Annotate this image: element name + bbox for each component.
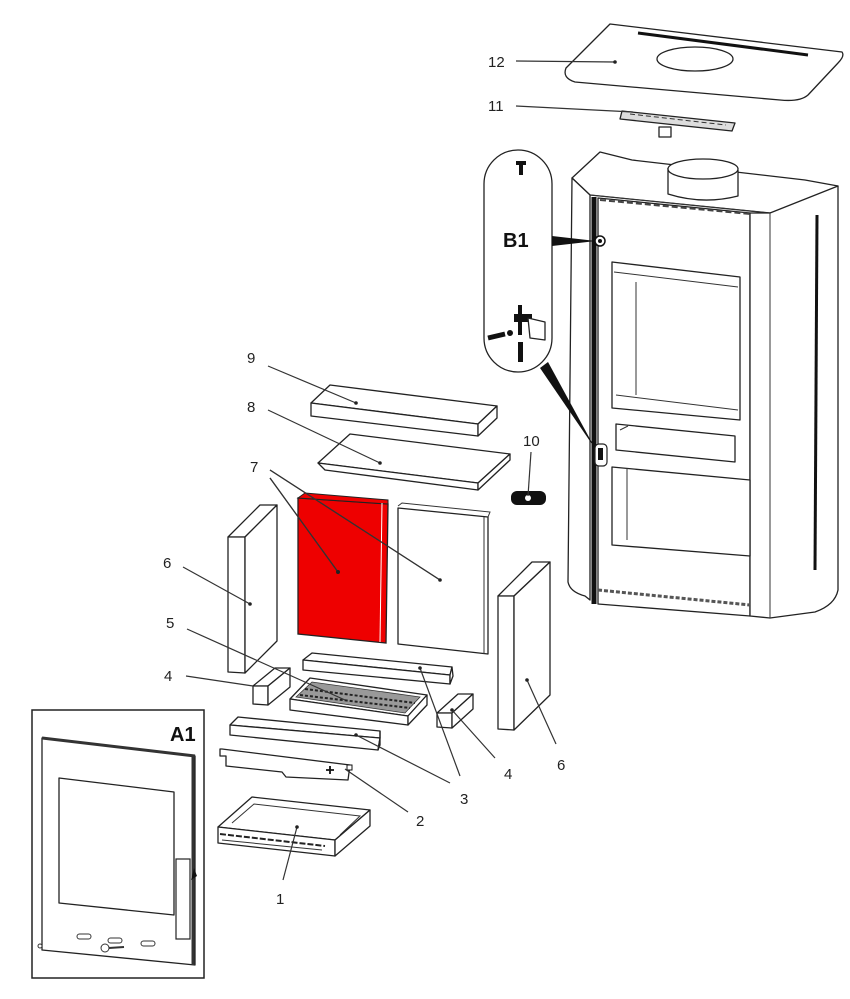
part-2-cover-plate[interactable] (219, 748, 353, 781)
part-4-corner-brick-left[interactable] (252, 667, 291, 706)
part-9-top-brick[interactable] (310, 384, 498, 437)
part-8-baffle-plate[interactable] (317, 433, 511, 491)
callout-6-right: 6 (557, 757, 565, 774)
part-5-grate[interactable] (289, 677, 428, 726)
callout-11: 11 (488, 98, 504, 115)
callout-7: 7 (250, 459, 258, 476)
part-12-top-cover-plate[interactable] (564, 23, 844, 102)
callout-6-left: 6 (163, 555, 171, 572)
part-4-corner-brick-right[interactable] (436, 693, 474, 729)
callout-8: 8 (247, 399, 255, 416)
detail-b1-hinge[interactable] (483, 149, 596, 450)
detail-label-b1: B1 (503, 230, 529, 252)
callout-2: 2 (416, 813, 424, 830)
callout-12: 12 (488, 54, 505, 71)
part-7-rear-brick-right[interactable] (397, 502, 491, 655)
detail-label-a1: A1 (170, 724, 196, 746)
callout-3: 3 (460, 791, 468, 808)
part-6-side-brick-left[interactable] (227, 504, 278, 674)
callout-4-right: 4 (504, 766, 512, 783)
highlight-fill (297, 497, 389, 644)
part-3-front-brick-upper[interactable] (302, 652, 454, 685)
callout-1: 1 (276, 891, 284, 908)
stove-body[interactable] (567, 151, 839, 619)
part-11-top-bracket[interactable] (619, 110, 736, 138)
callout-10: 10 (523, 433, 540, 450)
callout-9: 9 (247, 350, 255, 367)
callout-5: 5 (166, 615, 174, 632)
part-10-handle[interactable] (511, 491, 546, 505)
detail-a1-door[interactable] (31, 709, 205, 979)
callout-4-left: 4 (164, 668, 172, 685)
part-7-rear-brick-left-highlighted[interactable] (296, 492, 389, 644)
part-3-front-brick-lower[interactable] (229, 716, 381, 751)
part-1-ash-pan[interactable] (217, 796, 371, 857)
part-6-side-brick-right[interactable] (497, 561, 551, 731)
